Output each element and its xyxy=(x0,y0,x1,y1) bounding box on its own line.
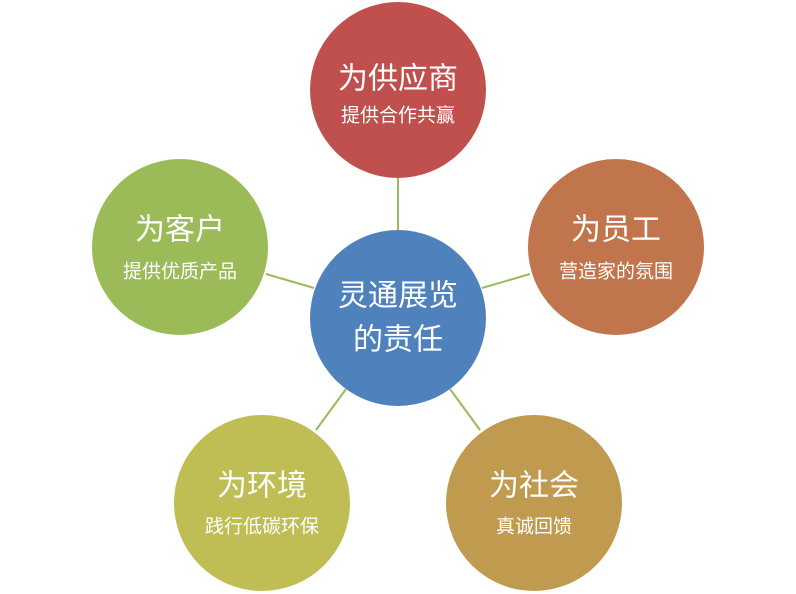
node-society-title: 为社会 xyxy=(489,469,579,504)
node-society: 为社会 真诚回馈 xyxy=(446,415,622,591)
node-supplier: 为供应商 提供合作共赢 xyxy=(310,2,486,178)
center-node-circle xyxy=(310,230,486,406)
node-customer-title: 为客户 xyxy=(135,213,225,248)
connector-employee xyxy=(481,273,531,289)
node-employee-circle xyxy=(528,159,704,335)
node-employee: 为员工 营造家的氛围 xyxy=(528,159,704,335)
node-supplier-title: 为供应商 xyxy=(338,62,458,97)
node-customer-subtitle: 提供优质产品 xyxy=(123,261,237,283)
node-society-subtitle: 真诚回馈 xyxy=(496,516,572,538)
center-title-line1: 灵通展览 xyxy=(338,279,458,314)
connector-society xyxy=(449,388,481,431)
center-node: 灵通展览 的责任 xyxy=(310,230,486,406)
center-title-line2: 的责任 xyxy=(353,323,443,358)
node-environment-subtitle: 践行低碳环保 xyxy=(205,516,319,538)
node-supplier-subtitle: 提供合作共赢 xyxy=(341,105,455,127)
node-customer: 为客户 提供优质产品 xyxy=(92,159,268,335)
node-supplier-circle xyxy=(310,2,486,178)
connector-environment xyxy=(315,388,347,431)
node-society-circle xyxy=(446,415,622,591)
connectors xyxy=(265,178,531,431)
node-environment: 为环境 践行低碳环保 xyxy=(174,415,350,591)
node-environment-circle xyxy=(174,415,350,591)
node-employee-title: 为员工 xyxy=(571,213,661,248)
connector-customer xyxy=(265,273,315,289)
node-employee-subtitle: 营造家的氛围 xyxy=(559,261,673,283)
node-customer-circle xyxy=(92,159,268,335)
node-environment-title: 为环境 xyxy=(217,469,307,504)
